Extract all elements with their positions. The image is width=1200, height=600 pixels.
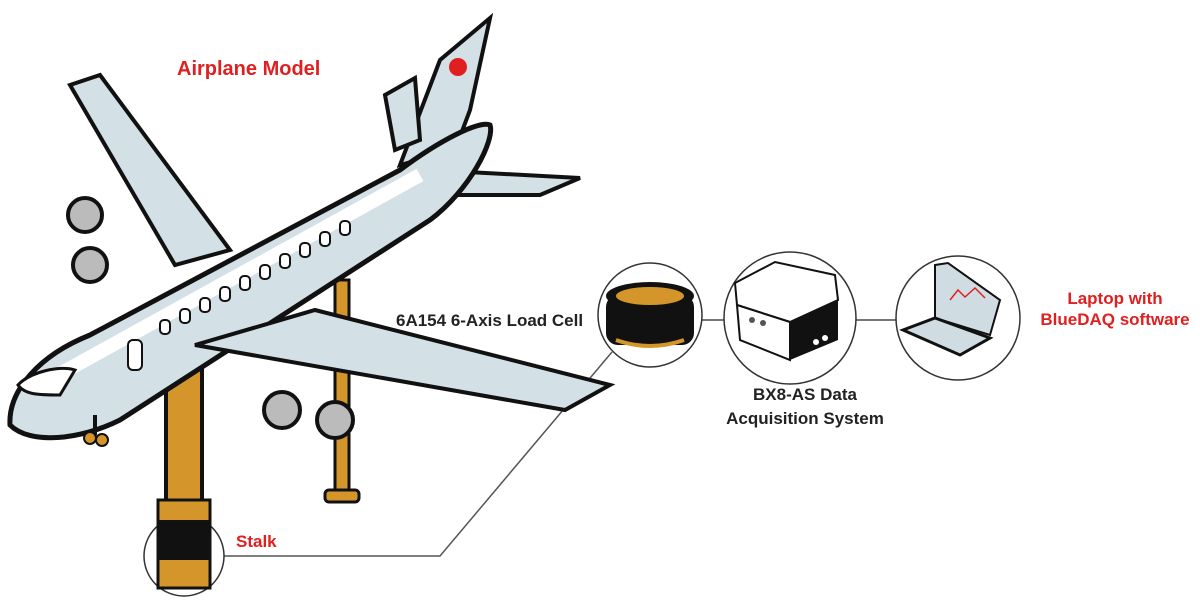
tail-logo	[449, 58, 467, 76]
airplane-model-label: Airplane Model	[177, 58, 321, 80]
nose-gear	[83, 415, 109, 447]
laptop-circle	[895, 255, 1021, 381]
stalk-detail-circle	[143, 498, 225, 597]
laptop-label-line2: BlueDAQ software	[1040, 310, 1190, 329]
load-cell-label: 6A154 6-Axis Load Cell	[396, 311, 584, 330]
near-wing	[194, 307, 616, 413]
cabin-windows	[127, 220, 351, 371]
daq-label: BX8-AS Data Acquisition System	[720, 383, 890, 431]
daq-label-line1: BX8-AS Data	[753, 385, 857, 404]
daq-label-line2: Acquisition System	[726, 409, 884, 428]
far-wing	[67, 72, 234, 268]
laptop-label: Laptop with BlueDAQ software	[1030, 288, 1200, 330]
stalk-label: Stalk	[236, 532, 277, 551]
cockpit-windows	[16, 366, 78, 397]
far-engines	[66, 196, 109, 284]
stalk-to-loadcell-connector	[222, 351, 613, 557]
far-stabilizer	[382, 74, 423, 153]
near-engines	[262, 390, 355, 440]
load-cell-circle	[597, 262, 703, 368]
laptop-label-line1: Laptop with	[1067, 289, 1163, 308]
fuselage-highlight	[36, 168, 424, 392]
daq-circle	[723, 251, 857, 385]
